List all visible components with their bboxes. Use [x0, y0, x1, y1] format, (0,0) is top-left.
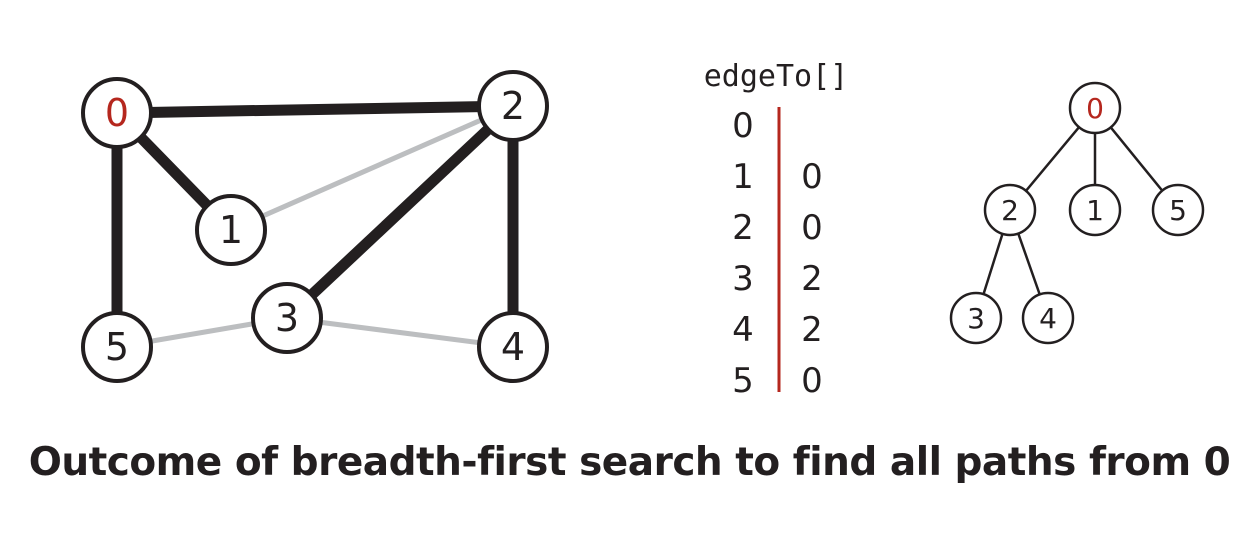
tree-vertex-label-0: 0	[1086, 92, 1104, 125]
tree-vertex-3	[949, 291, 1003, 345]
table-row-edge-to: 2	[801, 310, 823, 350]
edge-to-table: edgeTo[] 0 1 0 2 0 3 2 4 2 5 0	[704, 59, 849, 401]
table-row-index: 5	[732, 361, 754, 401]
table-row-index: 4	[732, 310, 754, 350]
graph-vertex-0	[81, 77, 153, 149]
table-title: edgeTo[]	[704, 59, 849, 94]
graph-vertex-label-1: 1	[219, 208, 243, 252]
graph-edge-3-4	[286, 315, 514, 350]
graph-vertex-2	[477, 70, 549, 142]
table-row-edge-to: 2	[801, 259, 823, 299]
tree-vertex-2	[983, 183, 1037, 237]
graph-tree-edge-2-3	[283, 101, 517, 323]
table-row-edge-to: 0	[801, 157, 823, 197]
tree-vertex-label-3: 3	[967, 302, 985, 335]
table-row-index: 3	[732, 259, 754, 299]
graph-tree-edge-0-2	[116, 100, 514, 119]
graph-vertex-label-3: 3	[275, 296, 299, 340]
tree-vertex-label-4: 4	[1039, 302, 1057, 335]
graph-vertex-5	[81, 311, 153, 383]
table-row-index: 2	[732, 208, 754, 248]
tree-vertex-label-5: 5	[1169, 194, 1187, 227]
table-row-index: 1	[732, 157, 754, 197]
graph-vertex-1	[195, 194, 267, 266]
graph-edge-1-2	[229, 103, 515, 233]
table-row-edge-to: 0	[801, 208, 823, 248]
table-row-edge-to: 0	[801, 361, 823, 401]
tree-vertex-1	[1068, 183, 1122, 237]
bfs-tree-panel: 0 1 2 3 4 5	[949, 81, 1205, 345]
tree-vertex-label-1: 1	[1086, 194, 1104, 227]
graph-vertex-label-2: 2	[501, 84, 525, 128]
tree-vertex-5	[1151, 183, 1205, 237]
graph-vertex-4	[477, 311, 549, 383]
graph-vertex-label-5: 5	[105, 325, 129, 369]
graph-vertex-label-4: 4	[501, 325, 525, 369]
figure-caption: Outcome of breadth-first search to find …	[28, 440, 1231, 485]
tree-vertex-label-2: 2	[1001, 194, 1019, 227]
graph-vertex-3	[251, 282, 323, 354]
tree-vertex-0	[1068, 81, 1122, 135]
tree-vertex-4	[1021, 291, 1075, 345]
graph-panel: 0 1 2 3 4 5	[81, 70, 549, 383]
table-row-index: 0	[732, 106, 754, 146]
graph-vertex-label-0: 0	[105, 91, 129, 135]
